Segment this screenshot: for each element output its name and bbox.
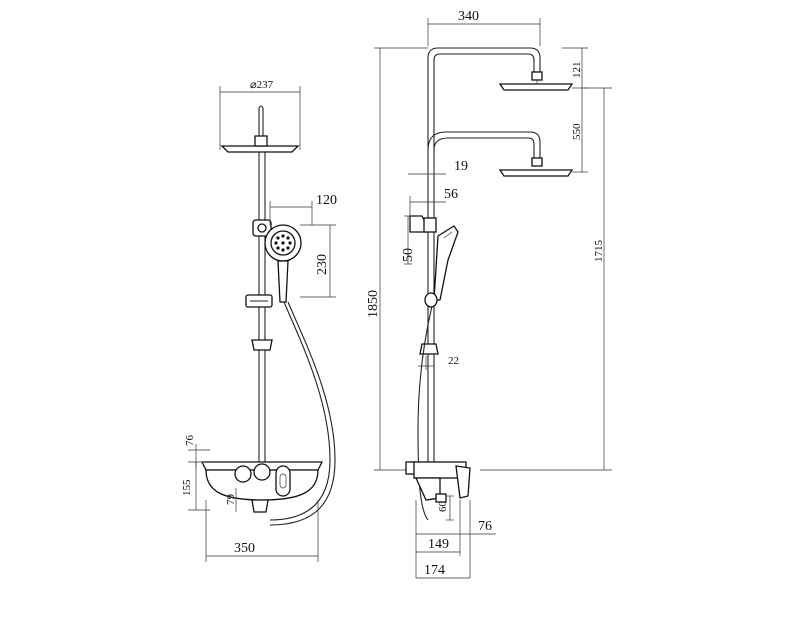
bath-spout	[251, 499, 269, 513]
dim-arm-reach: 340	[458, 9, 479, 24]
dim-bracket-offset: 56	[444, 187, 458, 202]
dim-overall-width: 350	[234, 541, 255, 556]
spout-side	[455, 465, 471, 499]
dim-handshower-width: 120	[316, 193, 337, 208]
dim-spout-drop: 60	[437, 501, 449, 513]
dim-spout-projection: 76	[478, 519, 492, 534]
upper-arm	[427, 47, 541, 470]
upper-rain-head	[498, 83, 574, 91]
dim-head-thickness: 121	[571, 62, 583, 79]
dim-head-diameter: ⌀237	[250, 79, 274, 91]
handshower-side	[433, 225, 459, 301]
dim-shelf-height: 155	[181, 479, 193, 496]
dim-pipe-diameter: 19	[454, 159, 468, 174]
valve-knob-left	[234, 465, 252, 483]
dim-overall-height: 1850	[366, 290, 381, 318]
dim-slider-offset: 22	[448, 355, 459, 367]
spout-outlet	[435, 493, 447, 503]
rain-head	[220, 145, 300, 153]
valve-knob-center	[253, 463, 271, 481]
front-view: ⌀237 120 23	[181, 79, 337, 562]
handshower-nozzles	[274, 234, 292, 252]
dim-handshower-height: 230	[315, 254, 330, 275]
dim-valve-depth: 149	[428, 537, 449, 552]
side-view: 340 121 550 1715 1850 1	[366, 9, 612, 579]
dim-wall-to-head: 1715	[593, 240, 605, 263]
head-connector	[254, 135, 268, 147]
dim-spout-height: 79	[225, 494, 237, 506]
slider-side	[424, 292, 438, 308]
hose	[269, 301, 331, 521]
hose-side	[417, 305, 433, 521]
dim-shelf-offset: 76	[184, 435, 196, 447]
dim-total-depth: 174	[424, 563, 445, 578]
dim-bracket-height: 50	[401, 248, 416, 262]
handshower-handle	[277, 260, 289, 303]
diverter-button	[275, 465, 291, 497]
lower-arm	[427, 131, 541, 158]
dim-head-spacing: 550	[571, 123, 583, 140]
lower-rain-head	[498, 169, 574, 177]
